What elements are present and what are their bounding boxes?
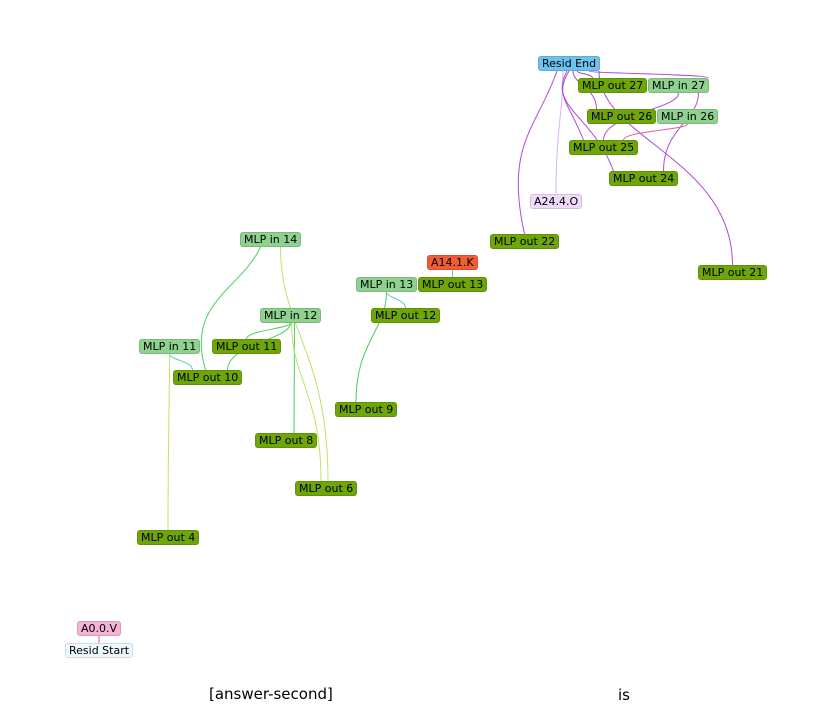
node-mlp-out-25[interactable]: MLP out 25 [569,140,639,155]
token-is: is [618,686,630,704]
node-mlp-in-27[interactable]: MLP in 27 [648,78,710,93]
node-resid-end[interactable]: Resid End [538,56,601,71]
node-a0-0-v[interactable]: A0.0.V [77,621,122,636]
node-mlp-out-27[interactable]: MLP out 27 [578,78,648,93]
edge-mlp-out-22-to-resid-end [517,70,558,235]
node-a14-1-k[interactable]: A14.1.K [427,255,478,270]
edge-mlp-out-6-to-mlp-in-12 [291,322,322,482]
node-a24-4-o[interactable]: A24.4.O [530,194,583,209]
edge-mlp-out-8-to-mlp-in-12 [293,322,295,434]
node-mlp-out-24[interactable]: MLP out 24 [609,171,679,186]
node-mlp-out-13[interactable]: MLP out 13 [418,277,488,292]
node-mlp-in-14[interactable]: MLP in 14 [240,232,302,247]
edge-mlp-out-21-to-resid-end [598,70,733,266]
node-mlp-out-11[interactable]: MLP out 11 [212,339,282,354]
node-mlp-out-9[interactable]: MLP out 9 [335,402,398,417]
edge-mlp-out-27-to-resid-end [576,70,593,79]
edge-mlp-out-25-to-resid-end [562,70,584,141]
edge-mlp-out-6-to-mlp-in-14 [280,246,329,482]
node-resid-start[interactable]: Resid Start [65,643,134,658]
edge-mlp-out-10-to-mlp-in-11 [169,353,193,371]
node-mlp-in-11[interactable]: MLP in 11 [139,339,201,354]
node-mlp-out-12[interactable]: MLP out 12 [371,308,441,323]
node-mlp-out-8[interactable]: MLP out 8 [255,433,318,448]
edge-mlp-out-4-to-mlp-in-11 [167,353,170,531]
node-mlp-in-12[interactable]: MLP in 12 [260,308,322,323]
edge-mlp-out-11-to-mlp-in-12 [246,322,291,340]
edge-mlp-in-27-to-resid-end [588,70,709,79]
node-mlp-out-10[interactable]: MLP out 10 [173,370,243,385]
node-mlp-out-22[interactable]: MLP out 22 [490,234,560,249]
edge-mlp-out-12-to-mlp-in-13 [386,291,406,309]
edge-mlp-out-10-to-mlp-in-14 [200,246,261,371]
node-mlp-out-21[interactable]: MLP out 21 [698,265,768,280]
node-mlp-in-13[interactable]: MLP in 13 [356,277,418,292]
token-answer-second: [answer-second] [209,685,333,703]
edge-layer [98,70,733,643]
node-mlp-out-26[interactable]: MLP out 26 [587,109,657,124]
node-mlp-out-6[interactable]: MLP out 6 [295,481,358,496]
node-mlp-out-4[interactable]: MLP out 4 [137,530,200,545]
edge-mlp-out-24-to-mlp-in-27 [663,92,699,172]
edge-mlp-out-9-to-mlp-in-13 [355,291,387,403]
edge-mlp-out-25-to-mlp-in-26 [623,123,688,141]
node-mlp-in-26[interactable]: MLP in 26 [657,109,719,124]
